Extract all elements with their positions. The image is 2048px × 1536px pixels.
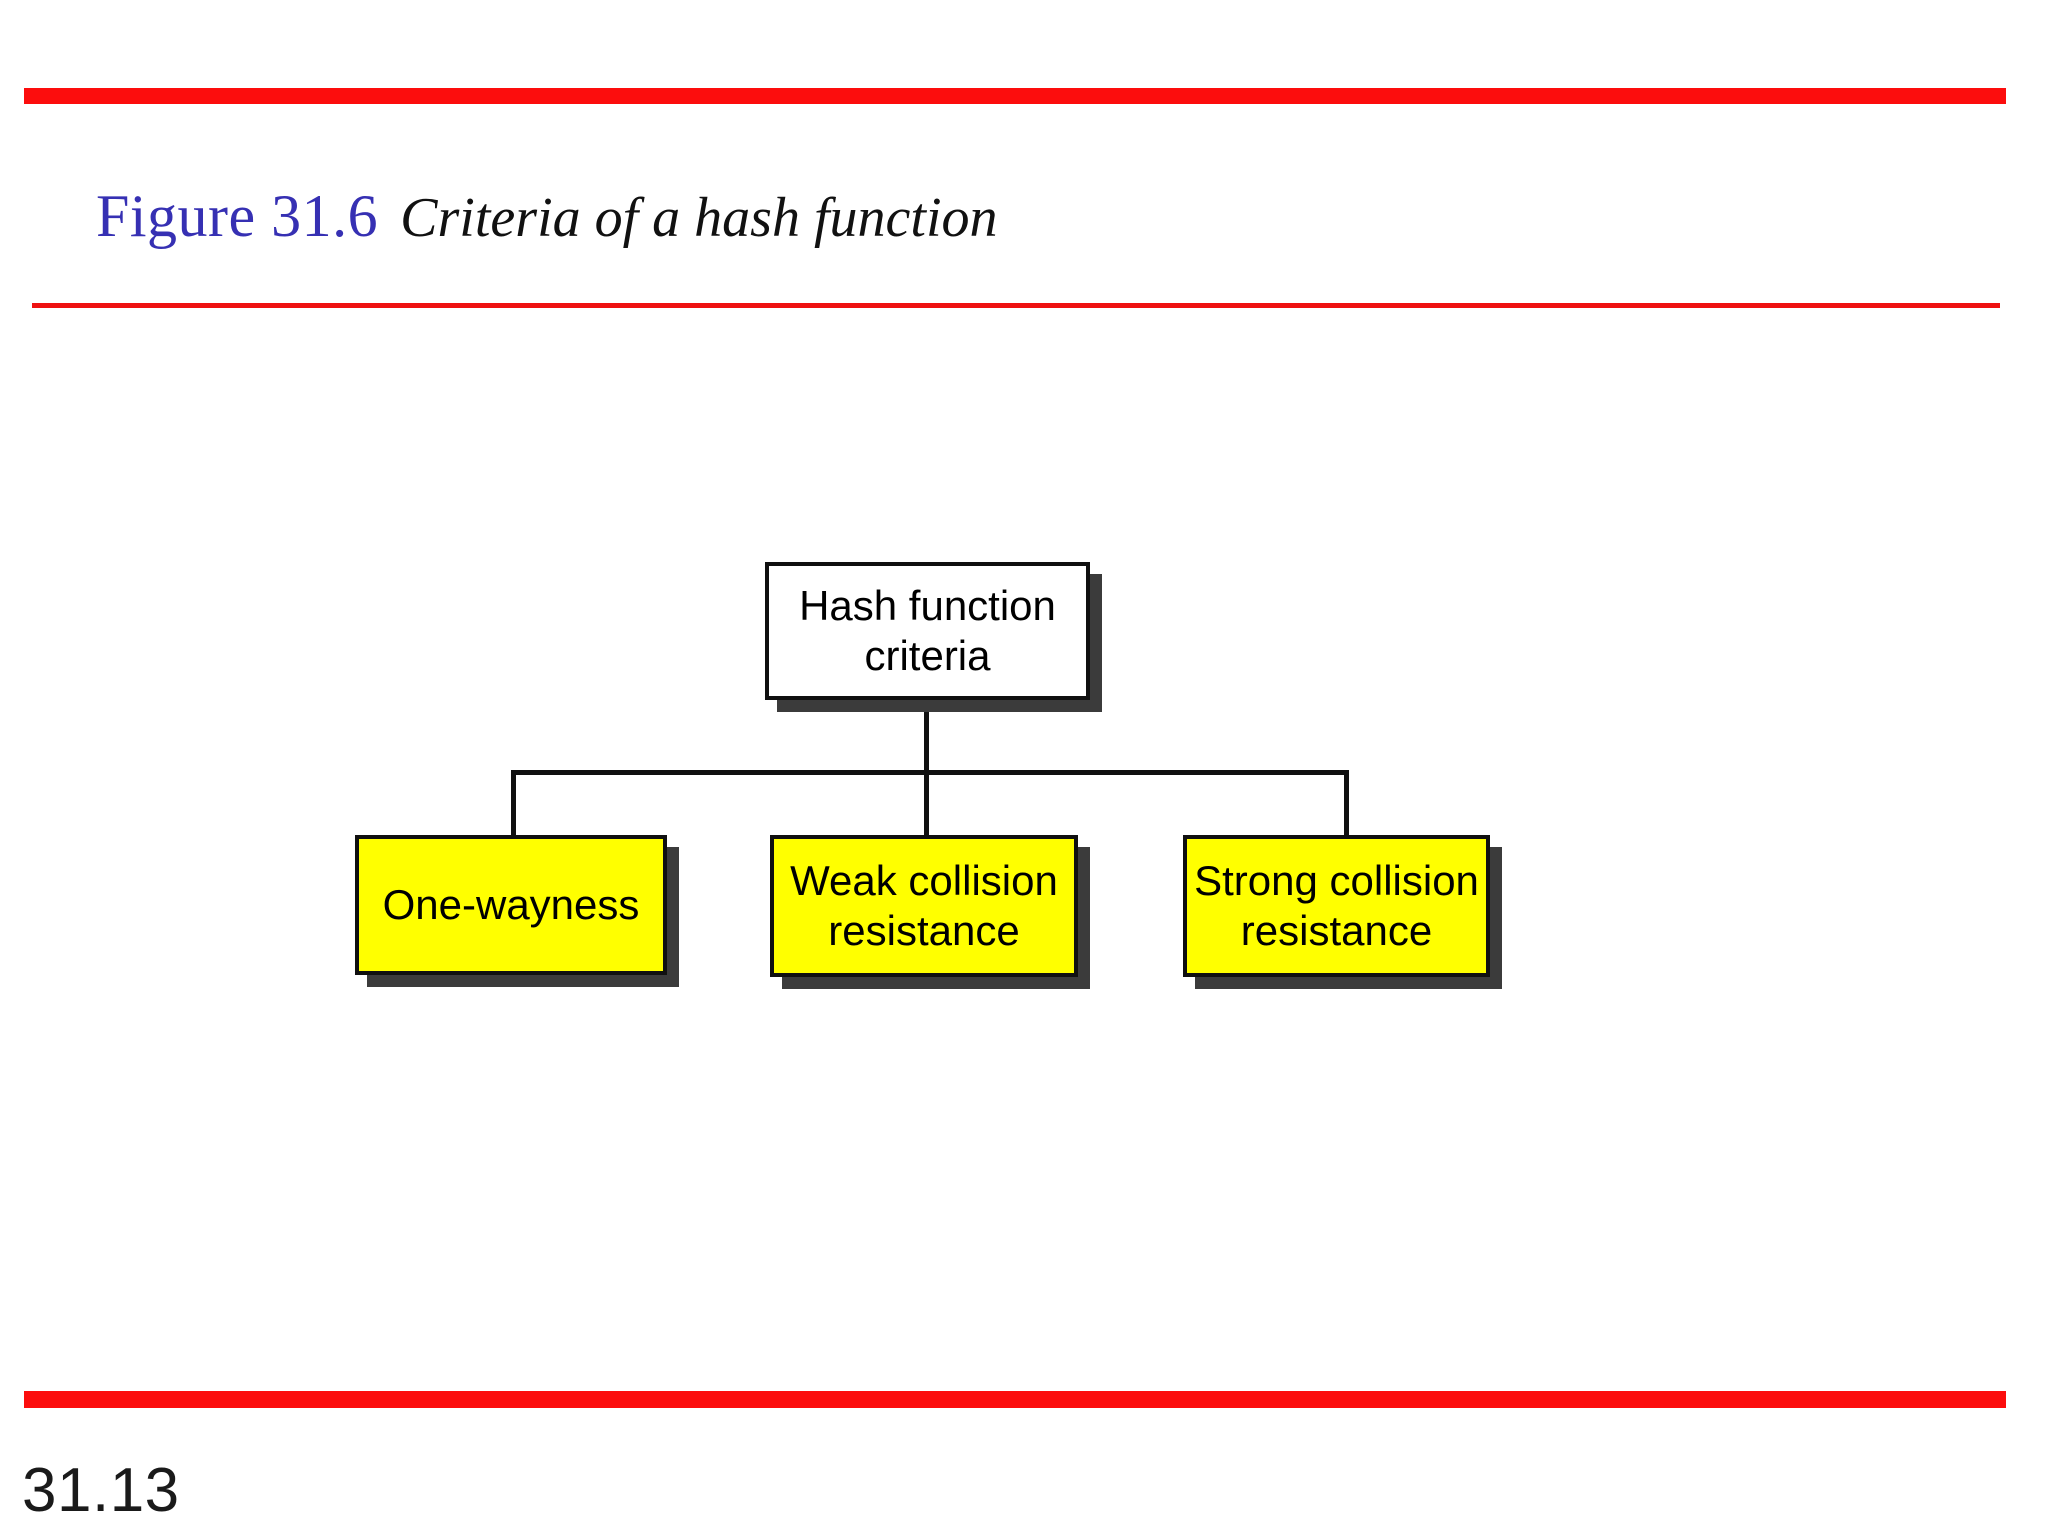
node-hash-function-criteria[interactable]: Hash function criteria (765, 562, 1090, 700)
figure-label: Figure 31.6 (96, 183, 379, 249)
node-strong-collision-resistance[interactable]: Strong collision resistance (1183, 835, 1490, 977)
node-label-weak-collision-resistance: Weak collision resistance (790, 857, 1058, 954)
header-rule-thin (32, 303, 2000, 308)
connector-drop-one-wayness (511, 770, 516, 838)
connector-root-stem (924, 700, 929, 778)
connector-horizontal-bus (511, 770, 1349, 775)
node-weak-collision-resistance[interactable]: Weak collision resistance (770, 835, 1078, 977)
connector-drop-strong-collision (1344, 770, 1349, 838)
node-label-strong-collision-resistance: Strong collision resistance (1194, 857, 1479, 954)
page-title: Figure 31.6 Criteria of a hash function (96, 186, 998, 246)
figure-caption: Criteria of a hash function (400, 187, 998, 249)
node-one-wayness[interactable]: One-wayness (355, 835, 667, 975)
footer-rule-thick (24, 1391, 2006, 1408)
connector-drop-weak-collision (924, 770, 929, 838)
page-number: 31.13 (22, 1456, 180, 1525)
node-label-one-wayness: One-wayness (382, 881, 640, 929)
node-label-hash-function-criteria: Hash function criteria (799, 582, 1056, 679)
header-rule-thick (24, 88, 2006, 104)
